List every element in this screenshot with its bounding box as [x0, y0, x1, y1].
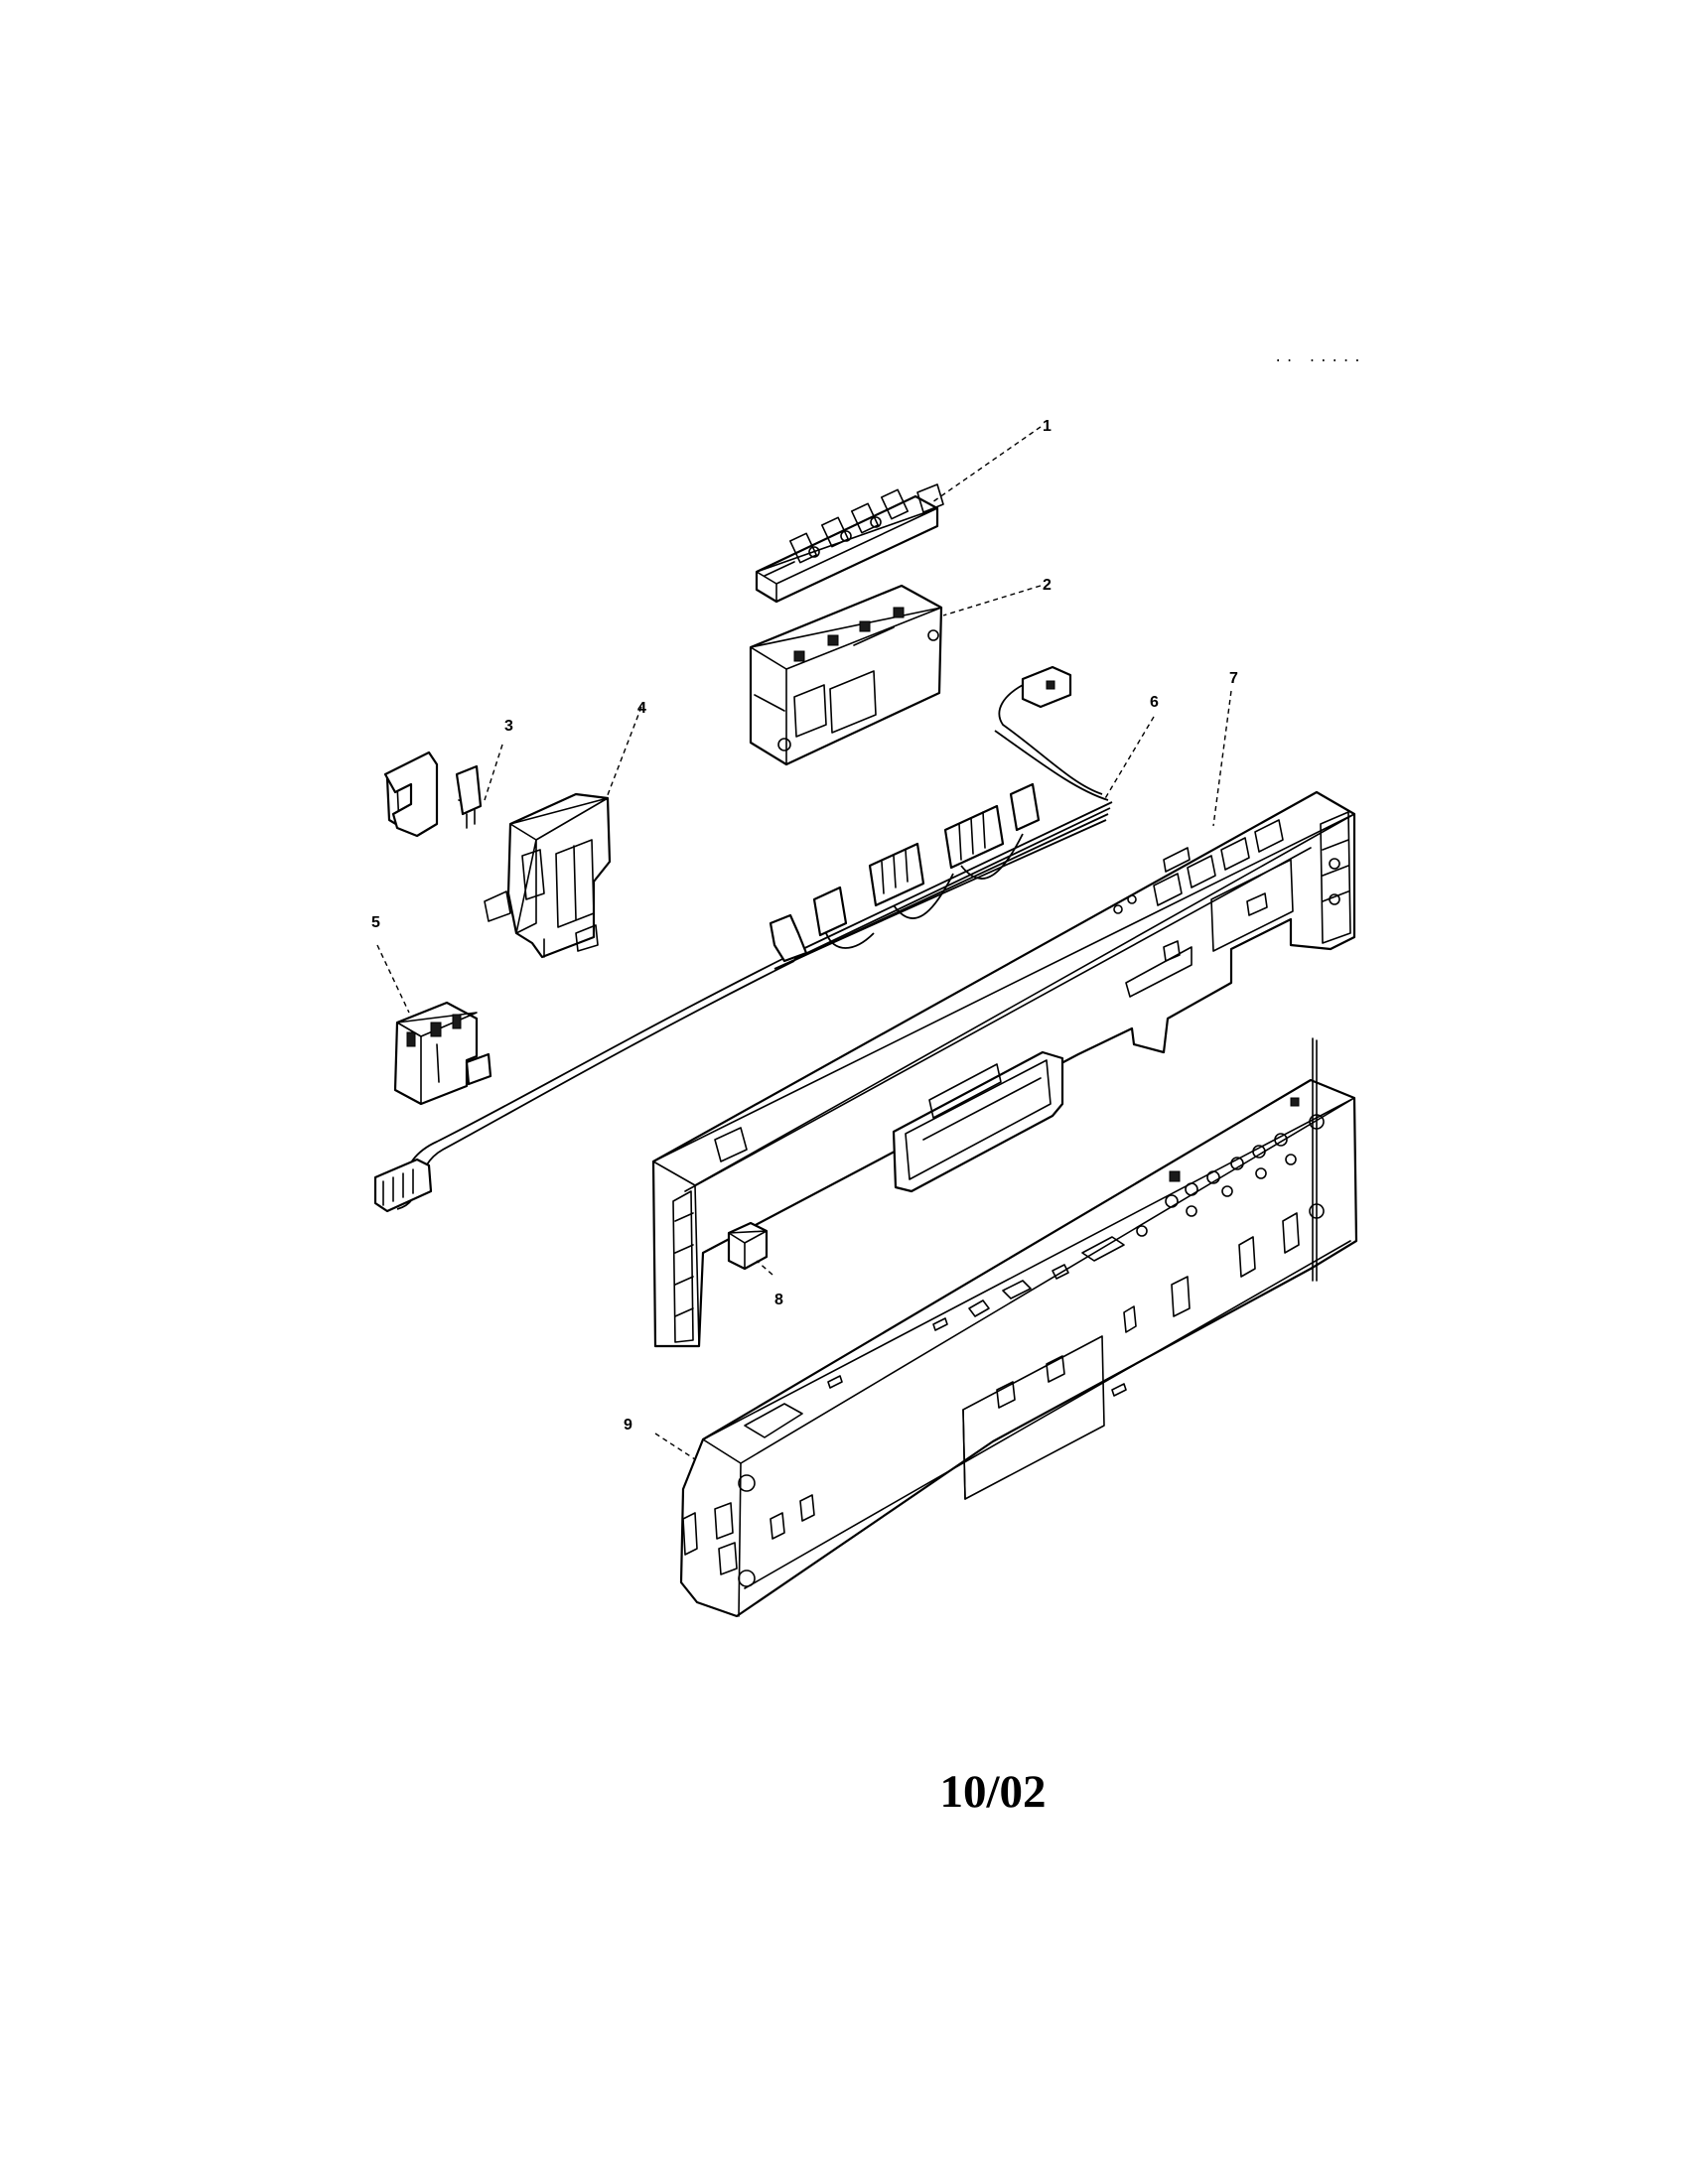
part-3-switch-cover [383, 751, 439, 838]
corner-scan-mark: .. ..... [1274, 350, 1365, 366]
callout-5: 5 [371, 914, 380, 931]
part-4-switch-bracket [484, 792, 612, 959]
callout-7: 7 [1229, 670, 1238, 687]
part-9-inner-panel-cover [679, 1037, 1358, 1618]
callout-8: 8 [774, 1292, 783, 1308]
part-1-button-housing [755, 483, 944, 604]
callout-3: 3 [504, 718, 513, 735]
part-2-control-module [749, 584, 943, 766]
callout-labels: 1 2 3 4 5 6 7 8 9 [371, 418, 1238, 1433]
part-5-power-switch [393, 1001, 492, 1106]
callout-4: 4 [637, 700, 646, 717]
callout-6: 6 [1150, 694, 1159, 711]
part-6-wire-harness [373, 665, 1113, 1213]
date-code-label: 10/02 [939, 1766, 1047, 1818]
leader-lines [376, 426, 1232, 1460]
callout-2: 2 [1043, 577, 1052, 594]
part-7-control-panel-frame [651, 790, 1356, 1348]
callout-9: 9 [624, 1417, 632, 1433]
callout-1: 1 [1043, 418, 1052, 435]
part-8-light-pipe-block [727, 1221, 769, 1271]
